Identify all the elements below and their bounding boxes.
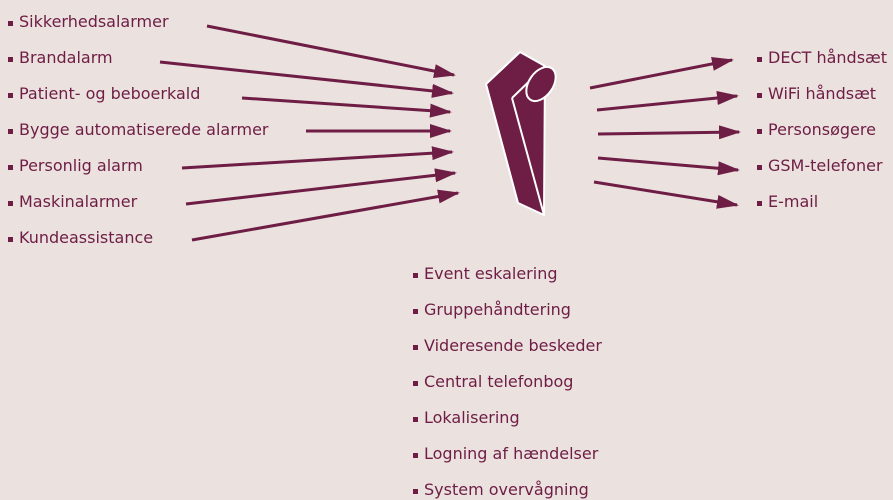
- arrow-sikkerhedsalarmer: [206, 24, 456, 78]
- input-brandalarm: Brandalarm: [8, 48, 113, 68]
- feature-label: Gruppehåndtering: [424, 300, 571, 319]
- feature-label: Videresende beskeder: [424, 336, 602, 355]
- arrow-maskinalarmer: [185, 168, 457, 206]
- output-email: E-mail: [757, 192, 818, 212]
- arrow-email: [593, 180, 739, 209]
- arrow-patient: [241, 96, 452, 118]
- bullet-icon: [413, 488, 418, 494]
- input-kundeassistance: Kundeassistance: [8, 228, 153, 248]
- output-personsogere: Personsøgere: [757, 120, 876, 140]
- bullet-icon: [8, 164, 13, 170]
- input-bygge: Bygge automatiserede alarmer: [8, 120, 269, 140]
- feature-label: Logning af hændelser: [424, 444, 599, 463]
- feature-videresende-beskeder: Videresende beskeder: [413, 336, 602, 356]
- input-patient: Patient- og beboerkald: [8, 84, 200, 104]
- input-sikkerhedsalarmer: Sikkerhedsalarmer: [8, 12, 169, 32]
- input-label: Patient- og beboerkald: [19, 84, 201, 103]
- bullet-icon: [413, 452, 418, 458]
- bullet-icon: [757, 92, 762, 98]
- input-label: Sikkerhedsalarmer: [19, 12, 169, 31]
- input-label: Kundeassistance: [19, 228, 154, 247]
- input-maskinalarmer: Maskinalarmer: [8, 192, 137, 212]
- bullet-icon: [8, 236, 13, 242]
- bullet-icon: [413, 344, 418, 350]
- feature-label: Central telefonbog: [424, 372, 574, 391]
- feature-event-eskalering: Event eskalering: [413, 264, 558, 284]
- arrow-wifi: [596, 91, 739, 112]
- output-label: WiFi håndsæt: [768, 84, 877, 103]
- feature-lokalisering: Lokalisering: [413, 408, 520, 428]
- output-wifi: WiFi håndsæt: [757, 84, 876, 104]
- feature-system-overvagning: System overvågning: [413, 480, 589, 500]
- feature-gruppehandtering: Gruppehåndtering: [413, 300, 571, 320]
- feature-label: Lokalisering: [424, 408, 520, 427]
- output-label: GSM-telefoner: [768, 156, 883, 175]
- bullet-icon: [413, 416, 418, 422]
- input-label: Personlig alarm: [19, 156, 143, 175]
- arrow-personsogere: [597, 125, 741, 140]
- bullet-icon: [8, 200, 13, 206]
- arrow-personlig: [181, 146, 454, 170]
- output-label: Personsøgere: [768, 120, 876, 139]
- output-label: DECT håndsæt: [768, 48, 888, 67]
- input-personlig: Personlig alarm: [8, 156, 143, 176]
- bullet-icon: [8, 128, 13, 134]
- feature-label: Event eskalering: [424, 264, 558, 283]
- input-label: Bygge automatiserede alarmer: [19, 120, 269, 139]
- bullet-icon: [757, 164, 762, 170]
- bullet-icon: [757, 128, 762, 134]
- output-label: E-mail: [768, 192, 819, 211]
- bullet-icon: [757, 200, 762, 206]
- output-dect: DECT håndsæt: [757, 48, 887, 68]
- arrow-gsm: [597, 156, 740, 176]
- arrow-kundeassistance: [191, 189, 460, 242]
- arrow-dect: [589, 57, 734, 90]
- output-gsm: GSM-telefoner: [757, 156, 883, 176]
- feature-central-telefonbog: Central telefonbog: [413, 372, 573, 392]
- feature-logning: Logning af hændelser: [413, 444, 598, 464]
- input-label: Maskinalarmer: [19, 192, 138, 211]
- input-label: Brandalarm: [19, 48, 113, 67]
- bullet-icon: [413, 308, 418, 314]
- bullet-icon: [757, 56, 762, 62]
- bullet-icon: [413, 380, 418, 386]
- arrow-brandalarm: [159, 60, 454, 98]
- server-device-icon: [485, 51, 557, 216]
- bullet-icon: [413, 272, 418, 278]
- feature-label: System overvågning: [424, 480, 589, 499]
- bullet-icon: [8, 92, 13, 98]
- bullet-icon: [8, 56, 13, 62]
- bullet-icon: [8, 20, 13, 26]
